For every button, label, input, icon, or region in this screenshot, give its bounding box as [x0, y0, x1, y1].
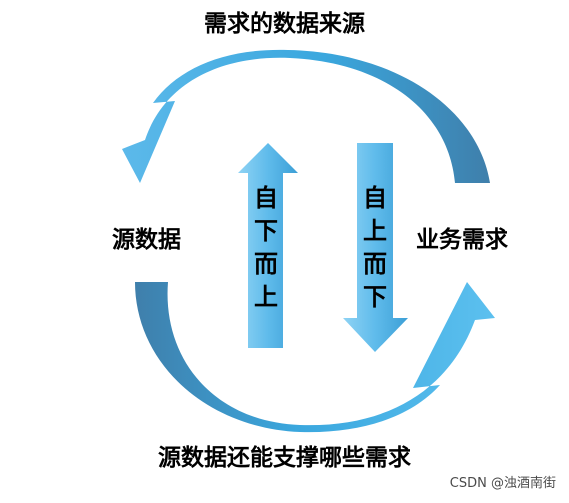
arrow-bottom-up — [238, 143, 298, 348]
label-data-source: 需求的数据来源 — [204, 11, 365, 37]
top-down-text: 自 上 而 下 — [357, 182, 393, 314]
bottom-up-char: 上 — [254, 283, 278, 311]
arrow-top-down — [343, 143, 408, 352]
cycle-arrow-bottom — [135, 282, 495, 433]
cycle-arrow-top — [122, 49, 490, 183]
bottom-up-char: 自 — [254, 184, 278, 212]
label-business-needs: 业务需求 — [416, 227, 508, 253]
top-down-char: 下 — [363, 283, 387, 311]
bottom-up-char: 而 — [254, 250, 278, 278]
label-source-data: 源数据 — [112, 227, 181, 253]
bottom-up-char: 下 — [254, 217, 278, 245]
bottom-up-text: 自 下 而 上 — [248, 182, 284, 314]
watermark: CSDN @浊酒南街 — [449, 476, 556, 491]
label-source-support: 源数据还能支撑哪些需求 — [158, 445, 411, 471]
top-down-char: 而 — [363, 250, 387, 278]
top-down-char: 上 — [363, 217, 387, 245]
top-down-char: 自 — [363, 184, 387, 212]
